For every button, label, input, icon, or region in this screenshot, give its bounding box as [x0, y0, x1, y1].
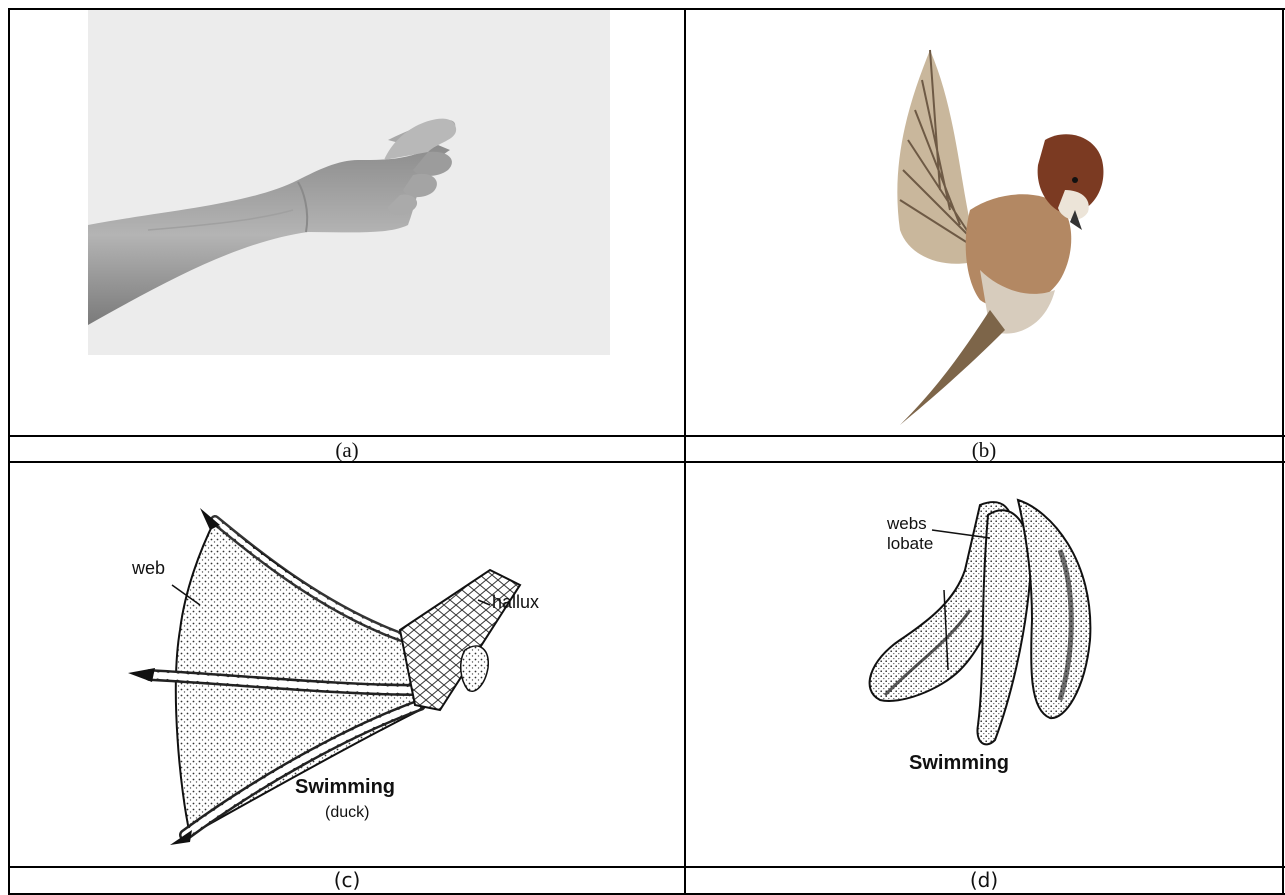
web-label: web — [132, 558, 165, 579]
table-rule-3 — [8, 866, 1285, 868]
human-arm-photo — [88, 10, 610, 355]
hallux-label: hallux — [492, 592, 539, 613]
duck-subtitle-word: duck — [330, 804, 364, 821]
swimming-duck-title: Swimming — [295, 776, 395, 799]
table-border-right — [1282, 8, 1284, 895]
sparrow-illustration — [870, 40, 1130, 435]
caption-a: (a) — [10, 440, 684, 461]
table-rule-2 — [8, 461, 1285, 463]
webs-label: webs — [887, 514, 927, 534]
caption-b: (b) — [686, 440, 1282, 461]
duck-subtitle: (duck) — [325, 804, 369, 822]
lobate-label: lobate — [887, 534, 933, 554]
table-rule-1 — [8, 435, 1285, 437]
arm-illustration — [88, 10, 610, 355]
sparrow-in-flight-photo — [870, 40, 1130, 435]
duck-webbed-foot-drawing: web hallux Swimming (duck) — [120, 490, 560, 860]
duck-subtitle-close: ) — [364, 804, 369, 821]
swimming-lobate-title: Swimming — [909, 752, 1009, 775]
caption-d: (d) — [686, 870, 1282, 890]
lobate-foot-drawing: webs lobate Swimming — [860, 490, 1120, 790]
caption-c: (c) — [10, 870, 684, 890]
